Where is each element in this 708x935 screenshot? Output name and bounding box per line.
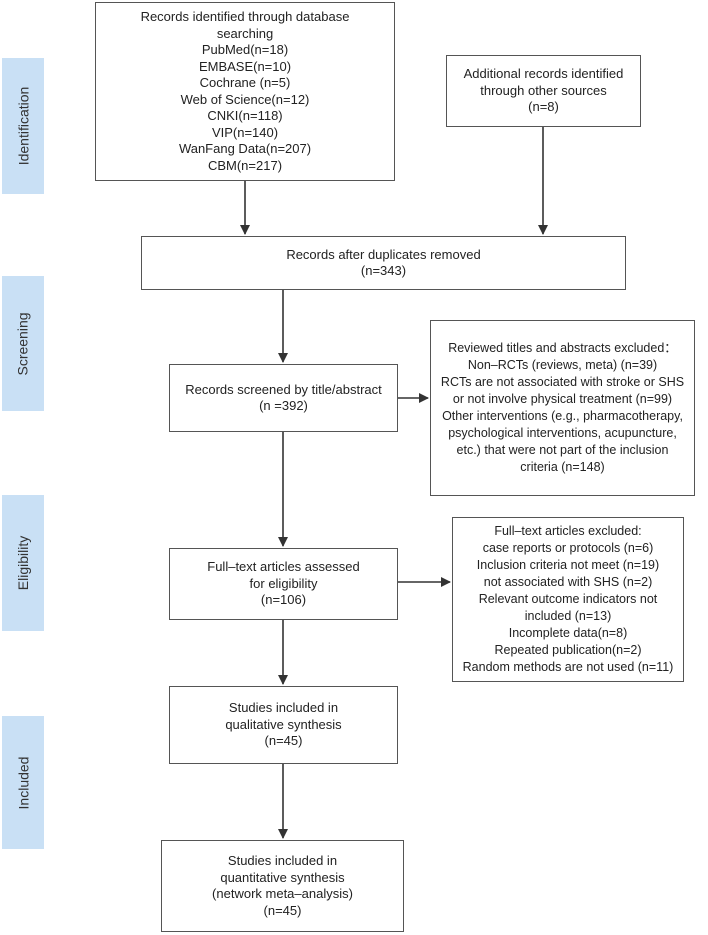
- box-line: Studies included in: [228, 700, 339, 716]
- box-line: (n=343): [360, 263, 407, 278]
- box-records-screened: Records screened by title/abstract (n =3…: [169, 364, 398, 432]
- box-line: Web of Science(n=12): [180, 91, 310, 107]
- box-line: Records after duplicates removed: [286, 246, 481, 262]
- box-line: WanFang Data(n=207): [178, 141, 312, 156]
- box-line: not associated with SHS (n=2): [483, 575, 653, 589]
- box-line: or not involve physical treatment (n=99): [452, 392, 673, 406]
- stage-screening: Screening: [2, 276, 44, 411]
- stage-identification: Identification: [2, 58, 44, 194]
- box-line: Inclusion criteria not meet (n=19): [476, 558, 660, 572]
- box-line: (n=106): [260, 592, 307, 608]
- box-screening-excluded: Reviewed titles and abstracts excluded： …: [430, 320, 695, 496]
- box-line: for eligibility: [249, 575, 318, 591]
- box-line: Studies included in: [227, 853, 338, 868]
- box-line: Records screened by title/abstract: [185, 381, 382, 397]
- box-line: Additional records identified: [463, 66, 624, 82]
- box-duplicates-removed: Records after duplicates removed (n=343): [141, 236, 626, 290]
- box-line: Reviewed titles and abstracts excluded：: [448, 341, 677, 355]
- box-line: (n=45): [263, 902, 302, 918]
- box-line: Relevant outcome indicators not: [478, 592, 658, 606]
- box-line: Full–text articles assessed: [207, 559, 360, 575]
- box-fulltext-assessed: Full–text articles assessed for eligibil…: [169, 548, 398, 620]
- box-line: Other interventions (e.g., pharmacothera…: [442, 409, 683, 423]
- box-line: through other sources: [480, 82, 607, 98]
- box-line: Random methods are not used (n=11): [462, 660, 674, 674]
- stage-eligibility: Eligibility: [2, 495, 44, 631]
- box-line: searching: [216, 25, 274, 41]
- box-other-sources: Additional records identified through ot…: [446, 55, 641, 127]
- box-line: RCTs are not associated with stroke or S…: [440, 375, 685, 389]
- box-line: VIP(n=140): [211, 124, 279, 140]
- box-line: EMBASE(n=10): [198, 58, 292, 74]
- box-line: CBM(n=217): [207, 157, 283, 173]
- box-line: psychological interventions, acupuncture…: [448, 426, 677, 440]
- box-line: (network meta–analysis): [212, 886, 353, 901]
- box-line: PubMed(n=18): [201, 42, 289, 57]
- box-line: Cochrane (n=5): [199, 75, 291, 90]
- box-quantitative-synthesis: Studies included in quantitative synthes…: [161, 840, 404, 932]
- box-line: CNKI(n=118): [207, 108, 283, 123]
- box-line: included (n=13): [524, 609, 612, 623]
- box-line: Incomplete data(n=8): [508, 626, 628, 640]
- box-line: case reports or protocols (n=6): [482, 541, 654, 555]
- box-line: (n=8): [528, 99, 559, 115]
- box-database-records: Records identified through database sear…: [95, 2, 395, 181]
- box-line: etc.) that were not part of the inclusio…: [456, 443, 669, 457]
- box-line: (n =392): [259, 398, 308, 413]
- box-line: qualitative synthesis: [225, 716, 342, 732]
- box-line: Full–text articles excluded:: [494, 524, 642, 538]
- box-qualitative-synthesis: Studies included in qualitative synthesi…: [169, 686, 398, 764]
- box-fulltext-excluded: Full–text articles excluded: case report…: [452, 517, 684, 682]
- box-line: quantitative synthesis: [220, 869, 345, 885]
- box-line: (n=45): [264, 733, 303, 749]
- box-line: Non–RCTs (reviews, meta) (n=39): [467, 358, 658, 372]
- box-line: Records identified through database: [140, 9, 350, 24]
- box-line: criteria (n=148): [520, 460, 605, 474]
- box-line: Repeated publication(n=2): [494, 643, 642, 657]
- stage-included: Included: [2, 716, 44, 849]
